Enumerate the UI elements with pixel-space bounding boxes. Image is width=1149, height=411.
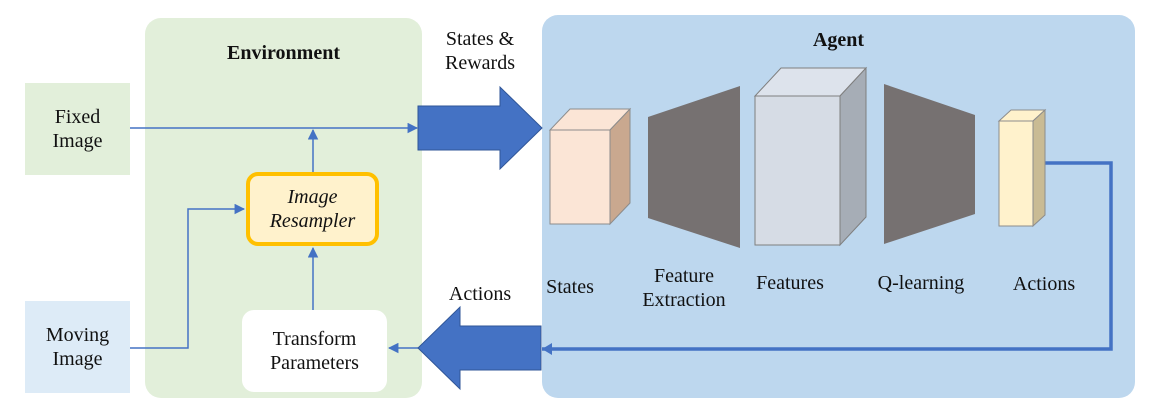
moving-to-resampler-line [130, 203, 246, 349]
transform-parameters-block: Transform Parameters [242, 310, 387, 392]
states-stage-label: States [546, 276, 594, 298]
feature-extraction-stage-label: Feature Extraction [642, 265, 726, 311]
environment-title: Environment [227, 42, 340, 64]
feature-extraction-trapezoid [648, 86, 740, 248]
transform-parameters-label: Transform Parameters [270, 328, 359, 374]
states-rewards-label: States & Rewards [445, 28, 515, 74]
actions-return-line [542, 161, 1113, 351]
states-rewards-block-arrow [417, 85, 543, 171]
moving-image-box: Moving Image [25, 301, 130, 393]
features-stage-label: Features [756, 272, 824, 294]
actions-flow-label: Actions [448, 283, 512, 305]
image-resampler-label: Image Resampler [269, 186, 356, 232]
q-learning-stage-label: Q-learning [877, 272, 965, 294]
actions-return-arrowhead [542, 343, 552, 355]
image-resampler-block: Image Resampler [246, 172, 379, 246]
q-learning-trapezoid [884, 84, 975, 244]
actions-stage-label: Actions [1012, 273, 1076, 295]
moving-image-label: Moving Image [45, 324, 110, 370]
features-cuboid [753, 66, 868, 247]
fixed-image-box: Fixed Image [25, 83, 130, 175]
agent-title: Agent [812, 29, 865, 51]
actions-block-arrow [417, 305, 542, 391]
actions-cuboid [997, 108, 1047, 228]
states-cuboid [548, 107, 632, 226]
fixed-image-label: Fixed Image [52, 106, 103, 152]
